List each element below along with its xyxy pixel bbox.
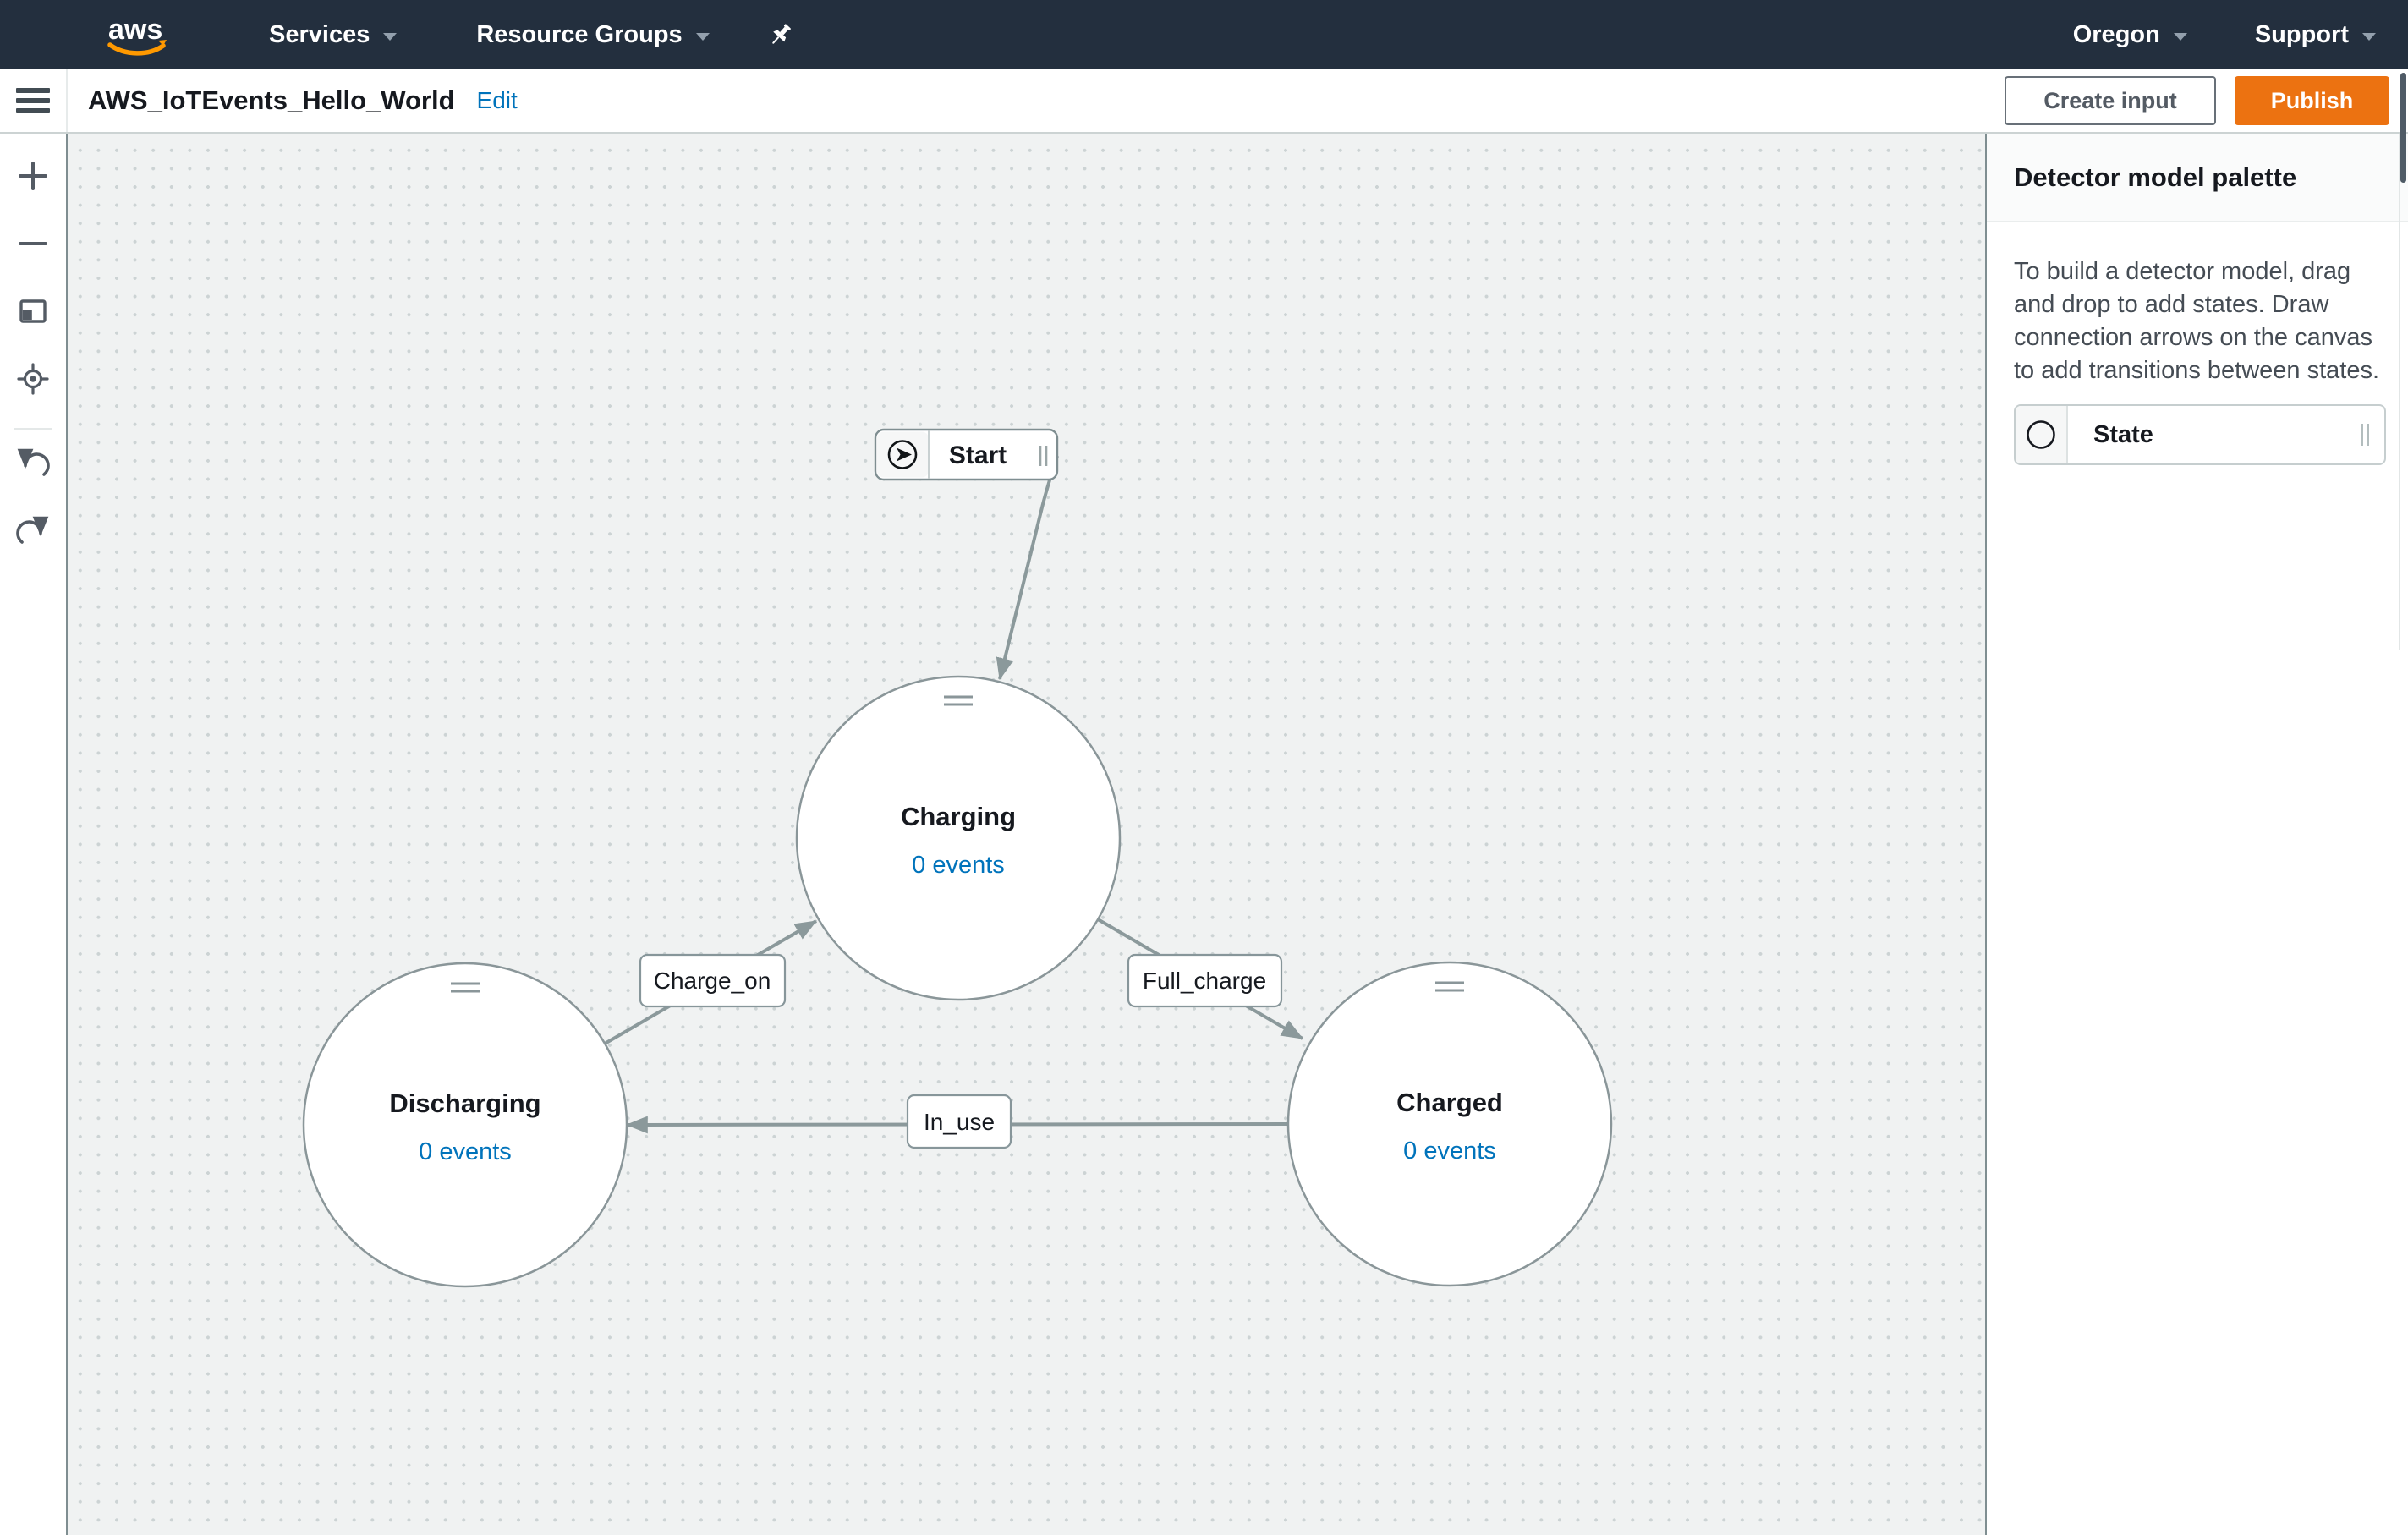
scrollbar-thumb[interactable] [2400, 73, 2406, 183]
scrollbar-track [2399, 134, 2400, 650]
detector-model-palette-panel: Detector model palette To build a detect… [1987, 134, 2408, 1535]
drag-handle-icon[interactable] [451, 982, 480, 993]
state-events-link[interactable]: 0 events [912, 852, 1005, 879]
palette-body: To build a detector model, drag and drop… [1987, 222, 2408, 465]
center-target-icon [17, 363, 49, 395]
palette-state-label: State [2093, 420, 2153, 448]
nav-support-label: Support [2254, 20, 2349, 48]
start-node[interactable]: Start [874, 428, 1059, 481]
state-node-charging[interactable]: Charging 0 events [795, 675, 1122, 1001]
aws-logo-text: aws [108, 14, 162, 46]
state-machine-diagram: Charging 0 events Discharging 0 events C… [302, 428, 1613, 1288]
undo-icon [17, 448, 50, 476]
aws-logo[interactable]: aws [100, 10, 178, 59]
detector-model-title: AWS_IoTEvents_Hello_World [88, 85, 455, 115]
palette-description: To build a detector model, drag and drop… [2014, 258, 2380, 384]
drag-handle-icon[interactable] [2357, 424, 2369, 446]
publish-button[interactable]: Publish [2235, 76, 2389, 125]
center-target-button[interactable] [14, 360, 52, 397]
aws-smile-tip [158, 40, 167, 46]
transition-label-charge-on[interactable]: Charge_on [639, 953, 787, 1008]
state-events-link[interactable]: 0 events [1403, 1138, 1496, 1165]
transition-label: Charge_on [654, 968, 771, 994]
transition-label: Full_charge [1143, 968, 1266, 994]
nav-support[interactable]: Support [2255, 21, 2376, 49]
navbar-right: Oregon Support [2073, 21, 2408, 49]
state-name: Discharging [389, 1088, 540, 1118]
aws-smile-icon [107, 42, 166, 56]
caret-down-icon [2362, 32, 2376, 41]
state-node-charged[interactable]: Charged 0 events [1286, 961, 1613, 1287]
undo-button[interactable] [14, 448, 52, 485]
redo-button[interactable] [14, 516, 52, 553]
state-node-discharging[interactable]: Discharging 0 events [302, 962, 628, 1288]
palette-header: Detector model palette [1987, 134, 2408, 222]
drag-handle-icon[interactable] [944, 695, 973, 706]
detector-model-header: AWS_IoTEvents_Hello_World Edit Create in… [0, 69, 2408, 134]
play-icon [887, 440, 918, 469]
state-circle-icon [2027, 420, 2055, 449]
hamburger-menu-icon [16, 83, 50, 118]
play-icon-triangle [897, 447, 912, 462]
top-navbar: aws Services Resource Groups Oregon [0, 0, 2408, 69]
state-name: Charging [901, 802, 1016, 831]
drag-handle-icon[interactable] [1435, 981, 1464, 992]
canvas-toolbar [0, 134, 68, 1535]
nav-region[interactable]: Oregon [2073, 21, 2187, 49]
nav-region-label: Oregon [2072, 20, 2160, 48]
zoom-out-button[interactable] [14, 225, 52, 262]
transition-label: In_use [924, 1109, 995, 1135]
edge-start-to-charging [996, 455, 1059, 681]
fit-view-button[interactable] [14, 293, 52, 330]
state-name: Charged [1396, 1088, 1503, 1117]
drag-handle-icon[interactable] [1039, 446, 1048, 466]
zoom-in-icon [19, 162, 47, 190]
main-area: Charging 0 events Discharging 0 events C… [0, 134, 2408, 1535]
create-input-button[interactable]: Create input [2005, 76, 2216, 125]
nav-services-label: Services [269, 20, 370, 48]
edit-title-link[interactable]: Edit [476, 87, 518, 113]
start-node-label: Start [949, 441, 1007, 469]
palette-state-item[interactable]: State [2014, 404, 2386, 465]
nav-resource-groups[interactable]: Resource Groups [476, 20, 710, 49]
state-icon-cell [2016, 406, 2068, 463]
zoom-out-icon [19, 242, 47, 245]
state-events-link[interactable]: 0 events [419, 1138, 512, 1165]
palette-title: Detector model palette [2014, 162, 2297, 192]
pin-icon[interactable] [765, 19, 796, 50]
fit-view-icon [19, 299, 47, 323]
transition-label-in-use[interactable]: In_use [906, 1094, 1012, 1149]
transition-label-full-charge[interactable]: Full_charge [1127, 953, 1283, 1008]
nav-resource-groups-label: Resource Groups [476, 20, 683, 48]
hamburger-menu-button[interactable] [0, 69, 68, 132]
redo-icon [16, 516, 49, 544]
caret-down-icon [695, 32, 710, 41]
nav-services[interactable]: Services [269, 20, 398, 49]
caret-down-icon [2173, 32, 2187, 41]
zoom-in-button[interactable] [14, 157, 52, 195]
caret-down-icon [383, 32, 398, 41]
detector-model-canvas[interactable]: Charging 0 events Discharging 0 events C… [68, 134, 1987, 1535]
toolbar-divider [14, 428, 52, 430]
